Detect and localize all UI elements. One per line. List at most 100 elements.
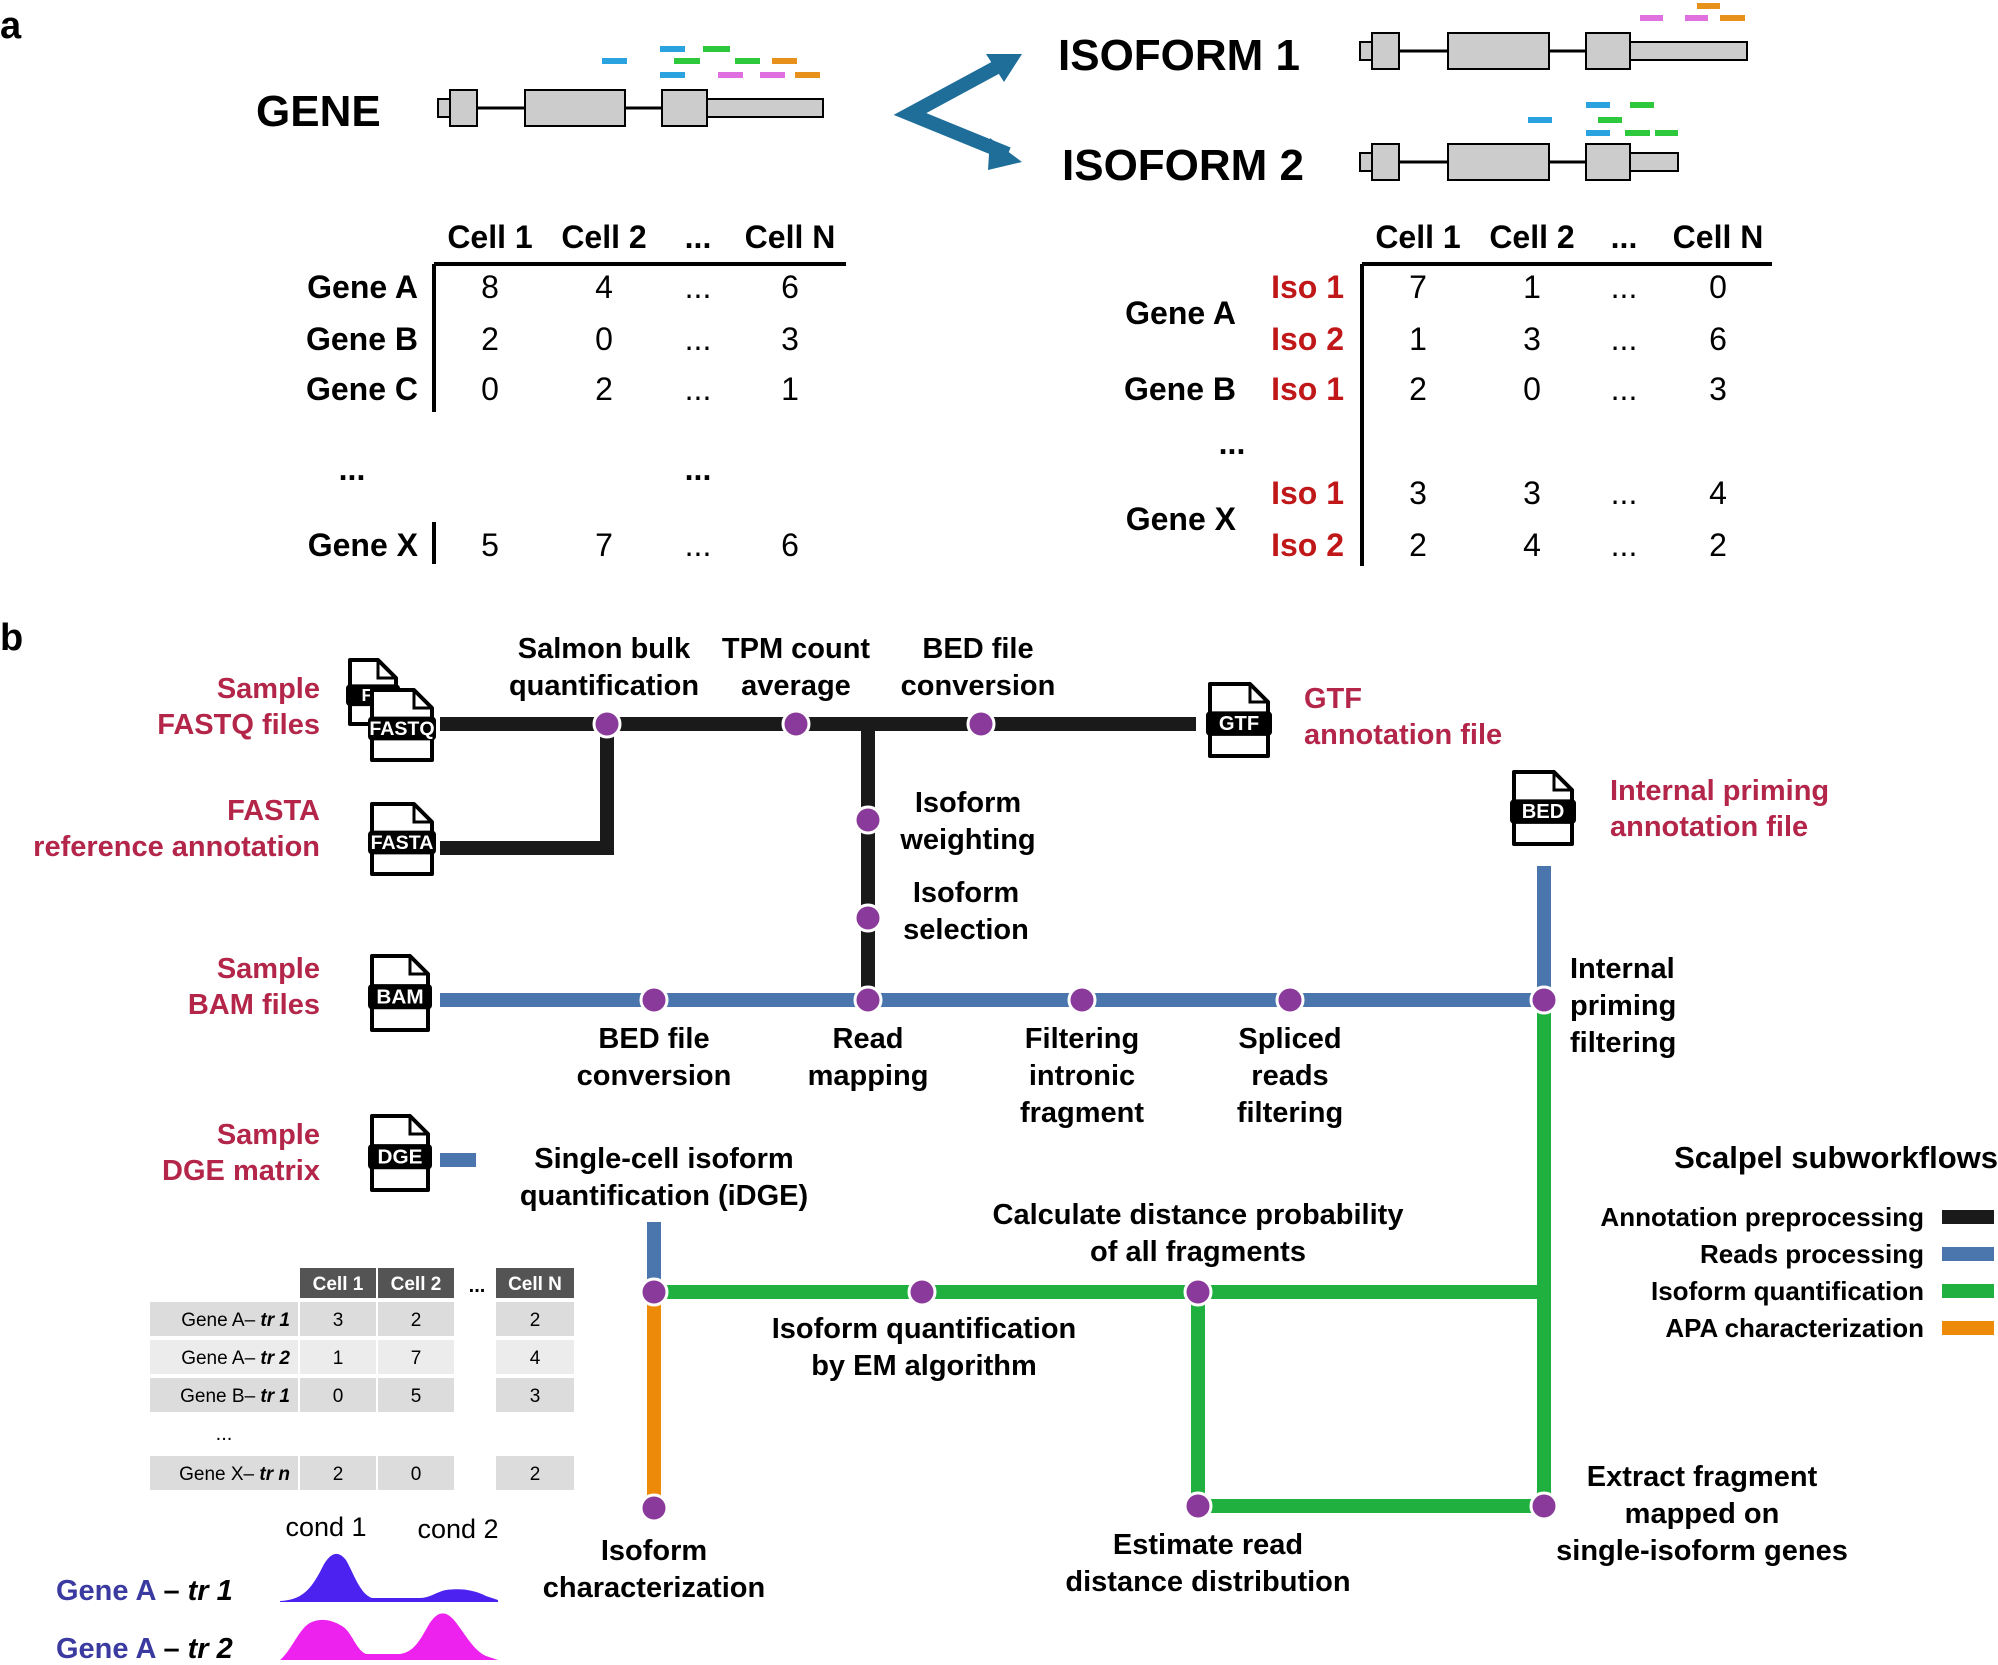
gene-table-cell: 2 <box>481 321 499 357</box>
coverage-track-sep: – <box>155 1575 187 1607</box>
step-internal-priming-line-1: Internal <box>1570 953 1675 985</box>
fastq-file-icon-text: FASTQ <box>369 718 434 740</box>
isoform1-structure <box>1359 32 1748 70</box>
step-salmon-line-2: quantification <box>509 670 699 702</box>
workflow-node <box>853 903 883 933</box>
workflow-node <box>639 1277 669 1307</box>
iso-table-cell: 4 <box>1523 527 1541 563</box>
idge-header-ellipsis: ... <box>469 1275 486 1297</box>
step-iso-char-line-2: characterization <box>543 1572 765 1604</box>
cond-1-label: cond 1 <box>285 1512 366 1542</box>
fasta-file-icon-text: FASTA <box>371 832 434 854</box>
workflow-node <box>781 709 811 739</box>
idge-cell: 3 <box>530 1386 541 1407</box>
idge-row-transcript: tr 2 <box>255 1348 290 1369</box>
idge-header-cell <box>496 1268 574 1298</box>
bam-file-icon: BAM <box>368 954 432 1032</box>
step-bed-top-line-2: conversion <box>901 670 1056 702</box>
iso-table-cell: 2 <box>1709 527 1727 563</box>
step-em-line-2: by EM algorithm <box>811 1350 1037 1382</box>
step-tpm-line-1: TPM count <box>722 633 871 665</box>
iso-table-iso-label: Iso 1 <box>1271 371 1344 407</box>
gtf-label-line-1: GTF <box>1304 683 1362 715</box>
gene-table-cell: 1 <box>781 371 799 407</box>
idge-row-transcript: tr 1 <box>255 1386 290 1407</box>
iso-table-gene-label: Gene A <box>1125 295 1236 331</box>
coverage-tr1-curve <box>280 1553 498 1602</box>
coverage-track-transcript: tr 2 <box>188 1633 233 1660</box>
dge-label-line-1: Sample <box>217 1119 320 1151</box>
iso-table-cell: ... <box>1611 475 1638 511</box>
gene-table-cell: 6 <box>781 527 799 563</box>
gene-table-col-header: Cell 1 <box>447 219 532 255</box>
idge-cell-bg <box>300 1378 376 1412</box>
idge-ellipsis: ... <box>216 1423 233 1445</box>
step-spliced-line-2: reads <box>1251 1060 1328 1092</box>
idge-cell: 3 <box>333 1310 344 1331</box>
fastq-label-line-1: Sample <box>217 673 320 705</box>
idge-cell: 5 <box>411 1386 422 1407</box>
idge-cell-bg <box>496 1340 574 1374</box>
idge-cell-bg <box>496 1302 574 1336</box>
dge-file-icon: DGE <box>368 1114 432 1192</box>
gene-table-cell: 3 <box>781 321 799 357</box>
fasta-file-icon: FASTA <box>368 802 436 876</box>
fasta-label-line-2: reference annotation <box>33 831 320 863</box>
gene-table-cell: 8 <box>481 269 499 305</box>
panel-b-letter: b <box>0 617 23 659</box>
isoform2-label: ISOFORM 2 <box>1062 141 1304 190</box>
iso-table-col-header: Cell N <box>1673 219 1764 255</box>
gene-table-cell: 6 <box>781 269 799 305</box>
coverage-track-label: Gene A – tr 2 <box>56 1633 233 1660</box>
iso-table-cell: ... <box>1611 269 1638 305</box>
iso-table-col-header: Cell 1 <box>1375 219 1460 255</box>
step-bed-bottom-line-2: conversion <box>577 1060 732 1092</box>
idge-row-gene: Gene A– <box>181 1310 255 1331</box>
gene-table-row-label: Gene X <box>308 527 419 563</box>
iso-table-iso-label: Iso 1 <box>1271 269 1344 305</box>
bed-label-line-1: Internal priming <box>1610 775 1829 807</box>
iso-table-gene-label: Gene B <box>1124 371 1236 407</box>
fastq-label-line-2: FASTQ files <box>157 709 320 741</box>
step-em-line-1: Isoform quantification <box>772 1313 1077 1345</box>
coverage-track-gene: Gene A <box>56 1633 157 1660</box>
bed-file-icon: BED <box>1510 770 1576 846</box>
step-spliced-line-3: filtering <box>1237 1097 1343 1129</box>
idge-header-label: Cell 1 <box>313 1274 364 1295</box>
gene-table-ellipsis-mid: ... <box>685 451 712 487</box>
legend-item-label: APA characterization <box>1665 1313 1924 1343</box>
idge-row-label-cell <box>150 1302 298 1336</box>
step-bed-bottom-line-1: BED file <box>598 1023 709 1055</box>
idge-cell: 2 <box>530 1310 541 1331</box>
gene-table-cell: ... <box>685 527 712 563</box>
idge-row-gene: Gene X– <box>179 1464 254 1485</box>
idge-row-transcript: tr n <box>254 1464 290 1485</box>
step-internal-priming-line-2: priming <box>1570 990 1676 1022</box>
step-filter-intronic-line-2: intronic <box>1029 1060 1135 1092</box>
idge-cell: 2 <box>530 1464 541 1485</box>
idge-row-label-cell <box>150 1340 298 1374</box>
gene-label: GENE <box>256 87 381 136</box>
idge-cell: 0 <box>333 1386 344 1407</box>
file-icons: FAFASTQFASTABAMDGEGTFBED <box>346 658 1576 1192</box>
idge-header-cell <box>300 1268 376 1298</box>
step-filter-intronic-line-3: fragment <box>1020 1097 1144 1129</box>
step-estimate-line-1: Estimate read <box>1113 1529 1303 1561</box>
iso-table-gene-label: Gene X <box>1126 501 1237 537</box>
coverage-track-gene: Gene A <box>56 1575 157 1607</box>
iso-table-cell: 3 <box>1709 371 1727 407</box>
workflow-node <box>853 985 883 1015</box>
iso-table-cell: 4 <box>1709 475 1727 511</box>
idge-cell-bg <box>378 1456 454 1490</box>
iso-table-cell: ... <box>1611 527 1638 563</box>
iso-table-cell: 3 <box>1523 321 1541 357</box>
workflow-node <box>1067 985 1097 1015</box>
iso-table-cell: 1 <box>1523 269 1541 305</box>
idge-row-label: Gene B– tr 1 <box>180 1386 290 1407</box>
coverage-track-label: Gene A – tr 1 <box>56 1575 233 1607</box>
